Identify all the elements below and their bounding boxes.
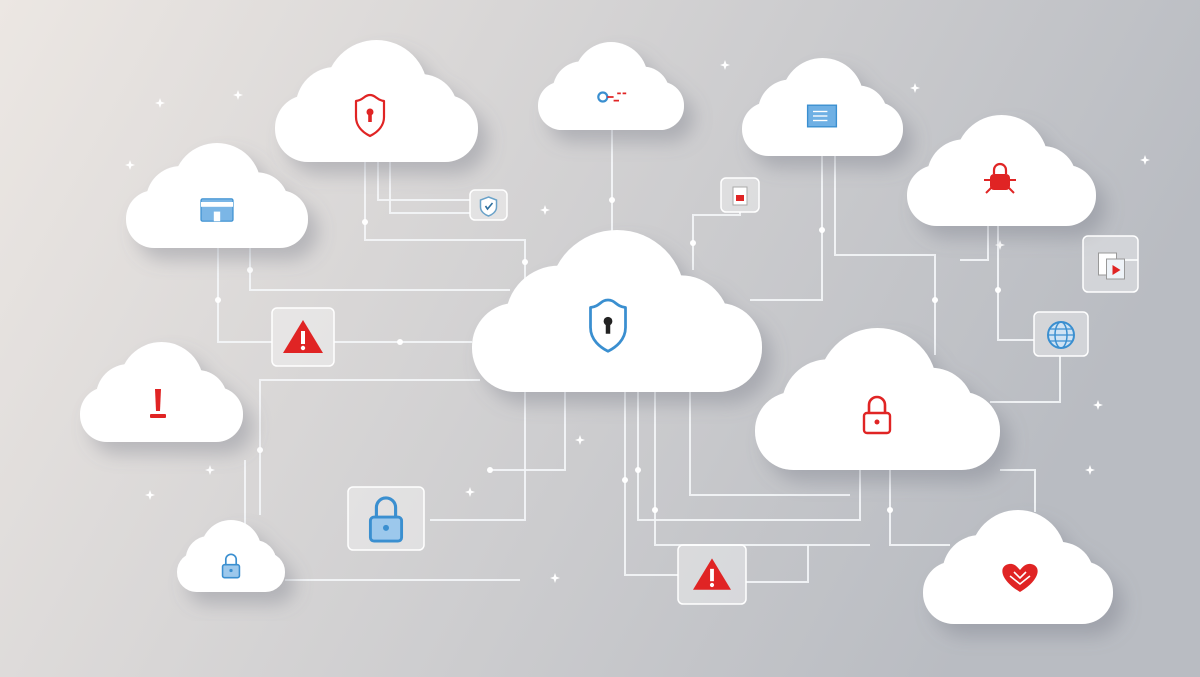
exclamation-icon <box>150 389 166 418</box>
connection-lines <box>125 60 1150 583</box>
warning-icon <box>283 320 323 353</box>
connector-dot <box>522 259 528 265</box>
padlock-icon <box>221 553 241 579</box>
connection-line <box>377 160 470 201</box>
files-icon <box>1098 252 1125 280</box>
sparkle <box>1140 155 1150 165</box>
card-icon <box>200 198 234 222</box>
connection-line <box>249 245 510 291</box>
connection-line <box>389 160 470 214</box>
sparkle <box>233 90 243 100</box>
cloud-link <box>538 42 684 130</box>
sparkle <box>465 487 475 497</box>
tile-warning-bottom <box>677 544 747 605</box>
connector-dot <box>932 297 938 303</box>
sparkle <box>540 205 550 215</box>
document-lock-icon <box>732 186 748 206</box>
globe-icon <box>1047 321 1075 349</box>
sparkle <box>995 240 1005 250</box>
cloud-shape <box>177 520 285 592</box>
sparkle <box>205 465 215 475</box>
shield-keyhole-icon <box>354 93 386 138</box>
padlock-icon <box>862 395 892 435</box>
connector-dot <box>609 197 615 203</box>
connection-line <box>217 245 272 343</box>
sparkle <box>550 573 560 583</box>
cloud-alert <box>80 342 243 442</box>
sparkle <box>575 435 585 445</box>
connection-line <box>637 392 861 521</box>
cloud-shape <box>275 39 478 162</box>
sparkle <box>145 490 155 500</box>
sparkle <box>1085 465 1095 475</box>
cloud-heart <box>923 510 1113 624</box>
bug-lock-icon <box>984 162 1016 194</box>
tile-document <box>720 177 760 213</box>
connection-line <box>624 392 678 576</box>
sparkle <box>125 160 135 170</box>
connector-dot <box>215 297 221 303</box>
connection-line <box>1000 469 1036 512</box>
connection-line <box>746 545 809 583</box>
connection-line <box>654 392 870 546</box>
tile-padlock <box>347 486 425 551</box>
connector-dot <box>622 477 628 483</box>
connection-line <box>259 379 480 515</box>
connection-line <box>750 155 823 301</box>
cloud-padlock <box>755 328 1000 470</box>
connector-dot <box>819 227 825 233</box>
tile-warning-left <box>271 307 335 367</box>
link-key-icon <box>597 91 627 103</box>
padlock-icon <box>368 496 404 543</box>
connector-dot <box>397 339 403 345</box>
connector-dot <box>652 507 658 513</box>
connector-dot <box>247 267 253 273</box>
connector-dot <box>362 219 368 225</box>
connector-dot <box>487 467 493 473</box>
cloud-shape <box>538 42 684 130</box>
sparkle <box>720 60 730 70</box>
sparkle <box>1093 400 1103 410</box>
connection-line <box>834 155 936 355</box>
connection-line <box>997 225 1034 341</box>
sparkle <box>155 98 165 108</box>
connector-dot <box>635 467 641 473</box>
cloud-central <box>472 230 762 392</box>
connector-dot <box>887 507 893 513</box>
cloud-bug-lock <box>907 115 1096 226</box>
shield-check-icon <box>479 196 498 217</box>
shield-keyhole-icon <box>589 298 627 353</box>
tile-globe <box>1033 311 1089 357</box>
cloud-small-lock <box>177 520 285 592</box>
document-icon <box>806 104 838 128</box>
connection-line <box>889 470 950 546</box>
cloud-card <box>126 143 308 248</box>
tile-files <box>1082 235 1139 293</box>
connection-line <box>960 225 989 261</box>
cloud-shape <box>923 510 1113 624</box>
heart-icon <box>1002 563 1038 592</box>
cloud-shape <box>472 230 762 392</box>
connection-line <box>430 392 526 521</box>
connection-line <box>990 356 1061 403</box>
cloud-document <box>742 58 903 156</box>
warning-icon <box>693 558 731 590</box>
connector-dot <box>690 240 696 246</box>
sparkle <box>910 83 920 93</box>
connection-line <box>689 392 850 496</box>
cloud-shape <box>742 58 903 156</box>
cloud-shape <box>907 115 1096 226</box>
connector-dot <box>995 287 1001 293</box>
connector-dot <box>257 447 263 453</box>
connection-line <box>490 392 566 471</box>
cloud-shield <box>275 39 478 162</box>
tile-shield-check <box>469 189 508 221</box>
